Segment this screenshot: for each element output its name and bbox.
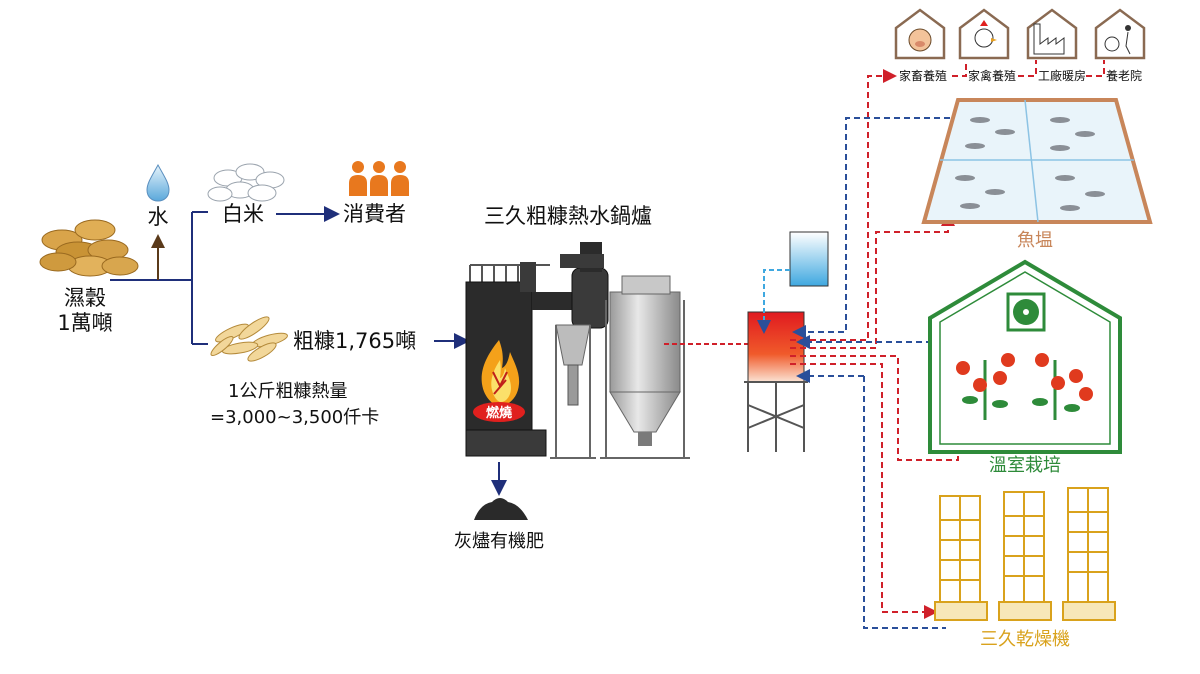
ash-pile-icon [474,498,528,520]
consumer-poultry: 家禽養殖 [968,68,1016,83]
return-water-lines [792,117,962,629]
consumer-livestock: 家畜養殖 [899,68,947,83]
fish-icon [955,117,1105,211]
input-amount: 1萬噸 [57,311,112,335]
nursing-home-icon [1094,8,1146,60]
burn-badge [473,402,525,422]
boiler-machine: 燃燒 [465,242,690,459]
greenhouse [928,259,1122,454]
water-drop-icon [146,163,170,202]
rice-husk-icon [210,316,288,362]
dryer-label: 三久乾燥機 [980,629,1070,650]
burn-label: 燃燒 [486,405,512,421]
water-tank [744,231,829,452]
fire-icon [481,340,520,406]
consumer-factory: 工廠暖房 [1038,68,1086,83]
water-label: 水 [148,205,169,229]
consumer-people-icon [349,161,409,196]
split-connector [110,211,208,345]
cold-water-line [757,269,790,334]
consumer-label: 消費者 [343,202,406,226]
fish-pond-label: 魚塭 [1017,230,1053,251]
rice-label: 白米 [222,202,264,226]
husk-label: 粗糠1,765噸 [293,329,416,353]
hot-water-supply-lines [790,60,1106,619]
diagram-title: 三久粗糠熱水鍋爐 [484,204,652,228]
fish-pond [921,98,1153,224]
greenhouse-label: 溫室栽培 [989,455,1061,476]
input-name: 濕穀 [64,286,106,310]
white-rice-icon [207,163,285,202]
livestock-farm-icon [894,8,946,60]
heat-value-line2: =3,000~3,500仟卡 [210,407,379,428]
heat-value-line1: 1公斤粗糠熱量 [228,380,347,402]
factory-heating-icon [1026,8,1078,60]
tomato-plant-icon [956,353,1093,420]
wet-grain-icon [39,219,139,277]
fan-icon [1006,292,1046,332]
dryer-machines [934,487,1116,621]
ash-label: 灰燼有機肥 [454,531,544,552]
consumer-nursing-home: 養老院 [1106,68,1142,83]
poultry-farm-icon [958,8,1010,60]
